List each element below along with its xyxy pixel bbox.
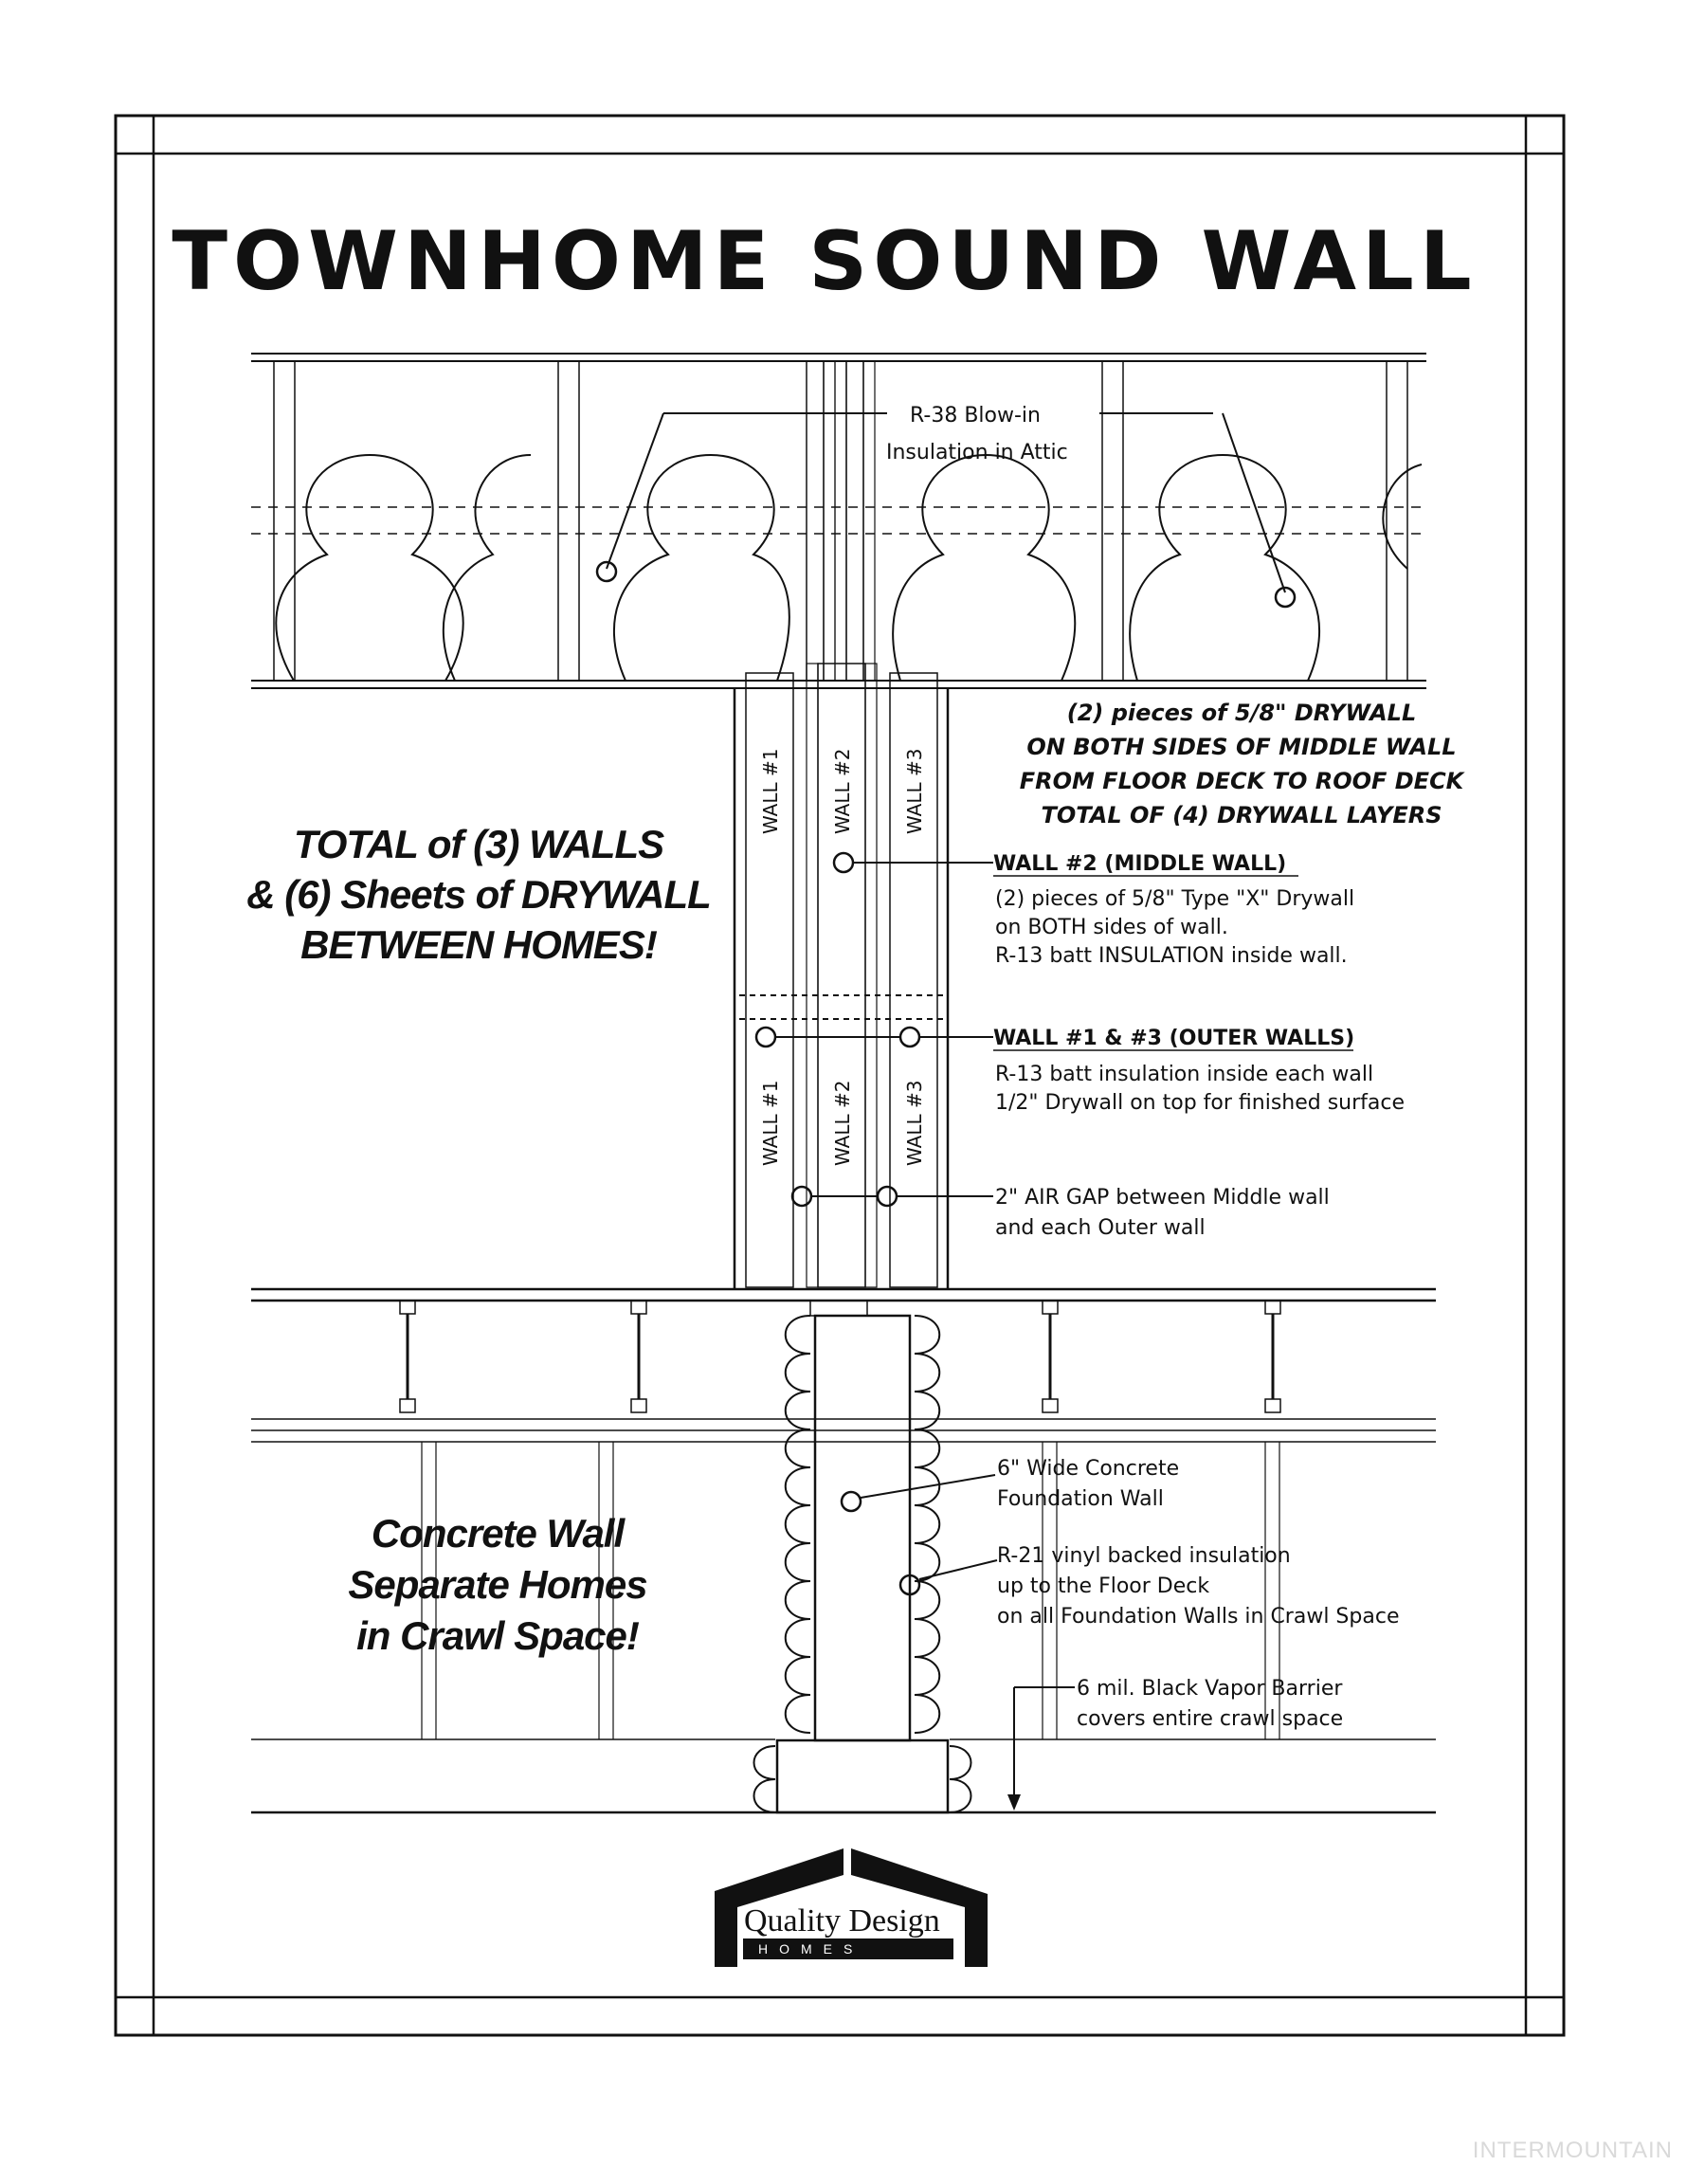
attic-insulation-label-2: Insulation in Attic [886, 441, 1068, 464]
air-gap-label: 2" AIR GAP between Middle wall [995, 1186, 1330, 1210]
wall-2-label-upper: WALL #2 [831, 749, 854, 835]
svg-text:R-13 batt insulation inside ea: R-13 batt insulation inside each wall [995, 1063, 1373, 1086]
attic-insulation-label: R-38 Blow-in [910, 404, 1041, 428]
svg-text:TOTAL OF (4) DRYWALL LAYERS: TOTAL OF (4) DRYWALL LAYERS [1041, 802, 1442, 828]
triple-wall-upper [733, 663, 950, 1289]
svg-text:FROM FLOOR DECK TO ROOF DECK: FROM FLOOR DECK TO ROOF DECK [1020, 768, 1466, 794]
total-walls-callout: TOTAL of (3) WALLS & (6) Sheets of DRYWA… [246, 822, 712, 967]
attic-section: R-38 Blow-in Insulation in Attic [251, 353, 1426, 689]
logo-text: Quality Design [744, 1903, 940, 1938]
triple-wall-labels-upper: WALL #1 WALL #2 WALL #3 WALL #1 WALL #2 … [759, 749, 926, 1167]
svg-text:and each Outer wall: and each Outer wall [995, 1216, 1206, 1240]
svg-text:on BOTH sides of wall.: on BOTH sides of wall. [995, 916, 1228, 939]
wall-1-label-upper: WALL #1 [759, 749, 782, 835]
svg-text:covers entire crawl space: covers entire crawl space [1077, 1707, 1343, 1731]
r21-insulation-label: R-21 vinyl backed insulation [997, 1544, 1291, 1568]
attic-blown-insulation [275, 453, 1423, 682]
attic-party-wall [806, 360, 876, 682]
wall-1-label-lower: WALL #1 [759, 1081, 782, 1167]
svg-text:R-13 batt INSULATION inside wa: R-13 batt INSULATION inside wall. [995, 944, 1348, 968]
foundation [251, 1300, 1436, 1814]
svg-text:in Crawl Space!: in Crawl Space! [356, 1613, 640, 1658]
outer-walls-heading: WALL #1 & #3 (OUTER WALLS) [993, 1027, 1354, 1050]
svg-text:Concrete Wall: Concrete Wall [372, 1511, 626, 1556]
svg-text:1/2" Drywall on top for finish: 1/2" Drywall on top for finished surface [995, 1091, 1405, 1115]
quality-design-logo: Quality Design HOMES [715, 1848, 988, 1967]
logo-subtext: HOMES [758, 1941, 863, 1956]
svg-text:Separate Homes: Separate Homes [348, 1562, 646, 1607]
svg-text:up to the Floor Deck: up to the Floor Deck [997, 1574, 1209, 1598]
floor-joists [399, 1300, 1281, 1413]
svg-text:Foundation Wall: Foundation Wall [997, 1487, 1164, 1511]
page-title: TOWNHOME SOUND WALL [172, 214, 1477, 309]
wall-3-label-lower: WALL #3 [903, 1081, 926, 1167]
svg-text:(2) pieces of 5/8" Type "X" Dr: (2) pieces of 5/8" Type "X" Drywall [995, 887, 1354, 911]
concrete-label: 6" Wide Concrete [997, 1457, 1179, 1481]
watermark: INTERMOUNTAIN [1473, 2138, 1673, 2163]
page-frame [114, 114, 1566, 2037]
crawl-posts [421, 1442, 1280, 1739]
svg-text:& (6) Sheets of DRYWALL: & (6) Sheets of DRYWALL [246, 872, 711, 917]
wall-2-label-lower: WALL #2 [831, 1081, 854, 1167]
concrete-callout: Concrete Wall Separate Homes in Crawl Sp… [348, 1511, 647, 1658]
svg-text:ON BOTH SIDES OF MIDDLE WALL: ON BOTH SIDES OF MIDDLE WALL [1026, 734, 1456, 760]
svg-text:TOTAL of (3) WALLS: TOTAL of (3) WALLS [294, 822, 664, 866]
svg-text:on all Foundation Walls in Cra: on all Foundation Walls in Crawl Space [997, 1605, 1399, 1629]
svg-text:(2) pieces of 5/8" DRYWALL: (2) pieces of 5/8" DRYWALL [1067, 700, 1416, 726]
wall-3-label-upper: WALL #3 [903, 749, 926, 835]
middle-wall-heading: WALL #2 (MIDDLE WALL) [993, 852, 1286, 876]
drywall-note: (2) pieces of 5/8" DRYWALL ON BOTH SIDES… [1020, 700, 1466, 828]
svg-text:BETWEEN HOMES!: BETWEEN HOMES! [300, 922, 658, 967]
vapor-barrier-label: 6 mil. Black Vapor Barrier [1077, 1677, 1343, 1701]
attic-studs [273, 360, 1408, 682]
